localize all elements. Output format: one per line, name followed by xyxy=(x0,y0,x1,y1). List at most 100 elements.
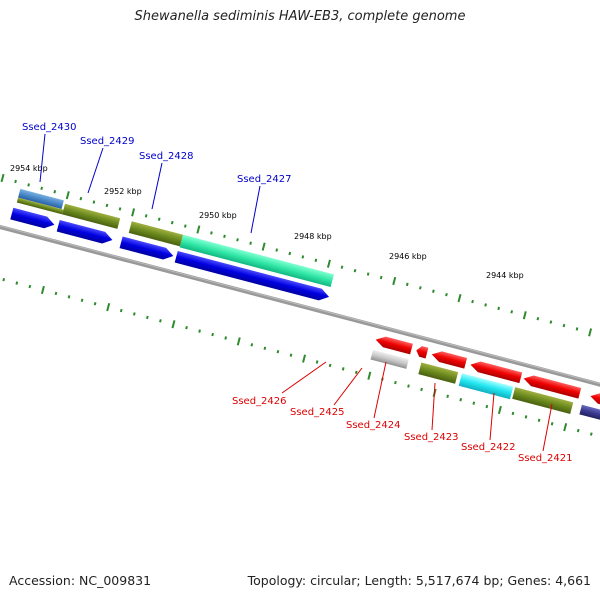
tick-mark-bottom xyxy=(576,428,580,433)
feature-forward xyxy=(128,221,184,247)
tick-mark-bottom xyxy=(289,353,293,357)
tick-mark-bottom xyxy=(485,404,489,409)
tick-mark-top xyxy=(340,265,344,269)
tick-mark-top xyxy=(27,183,30,187)
gene-leader-line xyxy=(250,185,261,234)
tick-mark-top xyxy=(118,207,122,211)
tick-mark-top xyxy=(144,214,148,218)
feature-reverse-cds xyxy=(431,351,468,369)
tick-mark-bottom xyxy=(354,370,358,375)
tick-label: 2944 kbp xyxy=(486,271,524,280)
gene-leader-line xyxy=(333,367,363,406)
tick-mark-bottom xyxy=(563,423,568,432)
tick-mark-bottom xyxy=(93,301,97,306)
gene-label-forward: Ssed_2430 xyxy=(22,122,77,133)
tick-mark-bottom xyxy=(459,398,463,402)
tick-mark-bottom xyxy=(446,394,450,399)
feature-forward xyxy=(18,188,64,210)
tick-mark-top xyxy=(65,191,70,200)
tick-mark-top xyxy=(183,224,187,228)
tick-mark-bottom xyxy=(67,295,71,299)
gene-leader-line xyxy=(373,361,387,419)
gene-leader-line xyxy=(542,403,553,452)
tick-mark-top xyxy=(53,190,57,194)
tick-mark-top xyxy=(392,276,397,286)
tick-mark-bottom xyxy=(263,346,267,350)
gene-label-reverse: Ssed_2422 xyxy=(461,442,516,453)
tick-label: 2946 kbp xyxy=(389,252,427,261)
feature-forward xyxy=(179,234,334,287)
tick-mark-top xyxy=(105,203,109,208)
tick-mark-bottom xyxy=(132,312,136,316)
tick-mark-top xyxy=(196,225,201,234)
tick-mark-top xyxy=(536,316,540,321)
feature-reverse-cds xyxy=(590,393,600,410)
map-title: Shewanella sediminis HAW-EB3, complete g… xyxy=(134,9,466,24)
feature-reverse-cds xyxy=(375,336,413,355)
tick-mark-top xyxy=(405,282,409,287)
gene-label-forward: Ssed_2428 xyxy=(139,151,194,162)
feature-forward xyxy=(62,203,121,229)
tick-mark-top xyxy=(471,299,474,304)
tick-mark-top xyxy=(522,311,527,320)
tick-label: 2950 kbp xyxy=(199,211,237,220)
tick-mark-top xyxy=(326,259,331,268)
tick-mark-top xyxy=(549,320,553,324)
tick-mark-top xyxy=(379,275,383,280)
tick-mark-top xyxy=(418,286,422,290)
tick-mark-bottom xyxy=(302,354,307,363)
tick-mark-top xyxy=(236,238,239,242)
tick-mark-bottom xyxy=(537,418,541,423)
tick-mark-top xyxy=(366,272,370,276)
tick-mark-bottom xyxy=(15,281,19,285)
tick-mark-top xyxy=(353,268,357,273)
feature-reverse-cds xyxy=(523,375,582,399)
gene-label-reverse: Ssed_2426 xyxy=(232,396,287,407)
genome-backbone xyxy=(0,212,600,407)
tick-mark-bottom xyxy=(171,320,176,329)
gene-leader-line xyxy=(489,392,495,441)
tick-mark-top xyxy=(223,234,226,239)
tick-mark-bottom xyxy=(146,315,149,320)
feature-forward-cds xyxy=(174,250,330,301)
tick-mark-bottom xyxy=(524,415,528,419)
tick-mark-bottom xyxy=(236,337,241,346)
tick-mark-top xyxy=(288,251,292,256)
tick-mark-bottom xyxy=(420,387,423,392)
tick-mark-top xyxy=(457,293,462,303)
tick-mark-bottom xyxy=(407,384,410,388)
tick-mark-top xyxy=(14,179,17,184)
tick-mark-bottom xyxy=(106,302,111,312)
tick-mark-bottom xyxy=(28,284,32,289)
accession-text: Accession: NC_009831 xyxy=(9,573,152,588)
tick-mark-top xyxy=(249,241,252,245)
tick-mark-bottom xyxy=(54,291,58,296)
tick-mark-top xyxy=(497,306,501,311)
tick-mark-bottom xyxy=(367,371,372,380)
feature-reverse xyxy=(418,362,459,384)
feature-reverse xyxy=(579,404,600,422)
gene-leader-line xyxy=(39,133,46,183)
feature-reverse-cds xyxy=(470,361,523,384)
gene-label-reverse: Ssed_2421 xyxy=(518,453,573,464)
tick-mark-bottom xyxy=(185,325,188,330)
tick-mark-top xyxy=(210,231,213,235)
tick-label: 2948 kbp xyxy=(294,232,332,241)
genome-backbone-highlight xyxy=(0,212,600,405)
tick-mark-bottom xyxy=(394,380,397,385)
tick-mark-top xyxy=(170,220,174,225)
gene-label-reverse: Ssed_2424 xyxy=(346,420,401,431)
gene-leader-line xyxy=(151,162,163,210)
tick-mark-top xyxy=(510,310,514,314)
map-slice xyxy=(0,173,600,436)
tick-mark-top xyxy=(131,208,136,217)
gene-leader-line xyxy=(87,147,104,194)
tick-mark-bottom xyxy=(511,411,515,416)
gene-label-reverse: Ssed_2423 xyxy=(404,432,459,443)
tick-mark-bottom xyxy=(550,422,554,426)
feature-forward-cds xyxy=(10,207,55,229)
tick-mark-top xyxy=(157,217,161,221)
tick-mark-bottom xyxy=(2,277,6,282)
tick-mark-top xyxy=(92,200,96,204)
